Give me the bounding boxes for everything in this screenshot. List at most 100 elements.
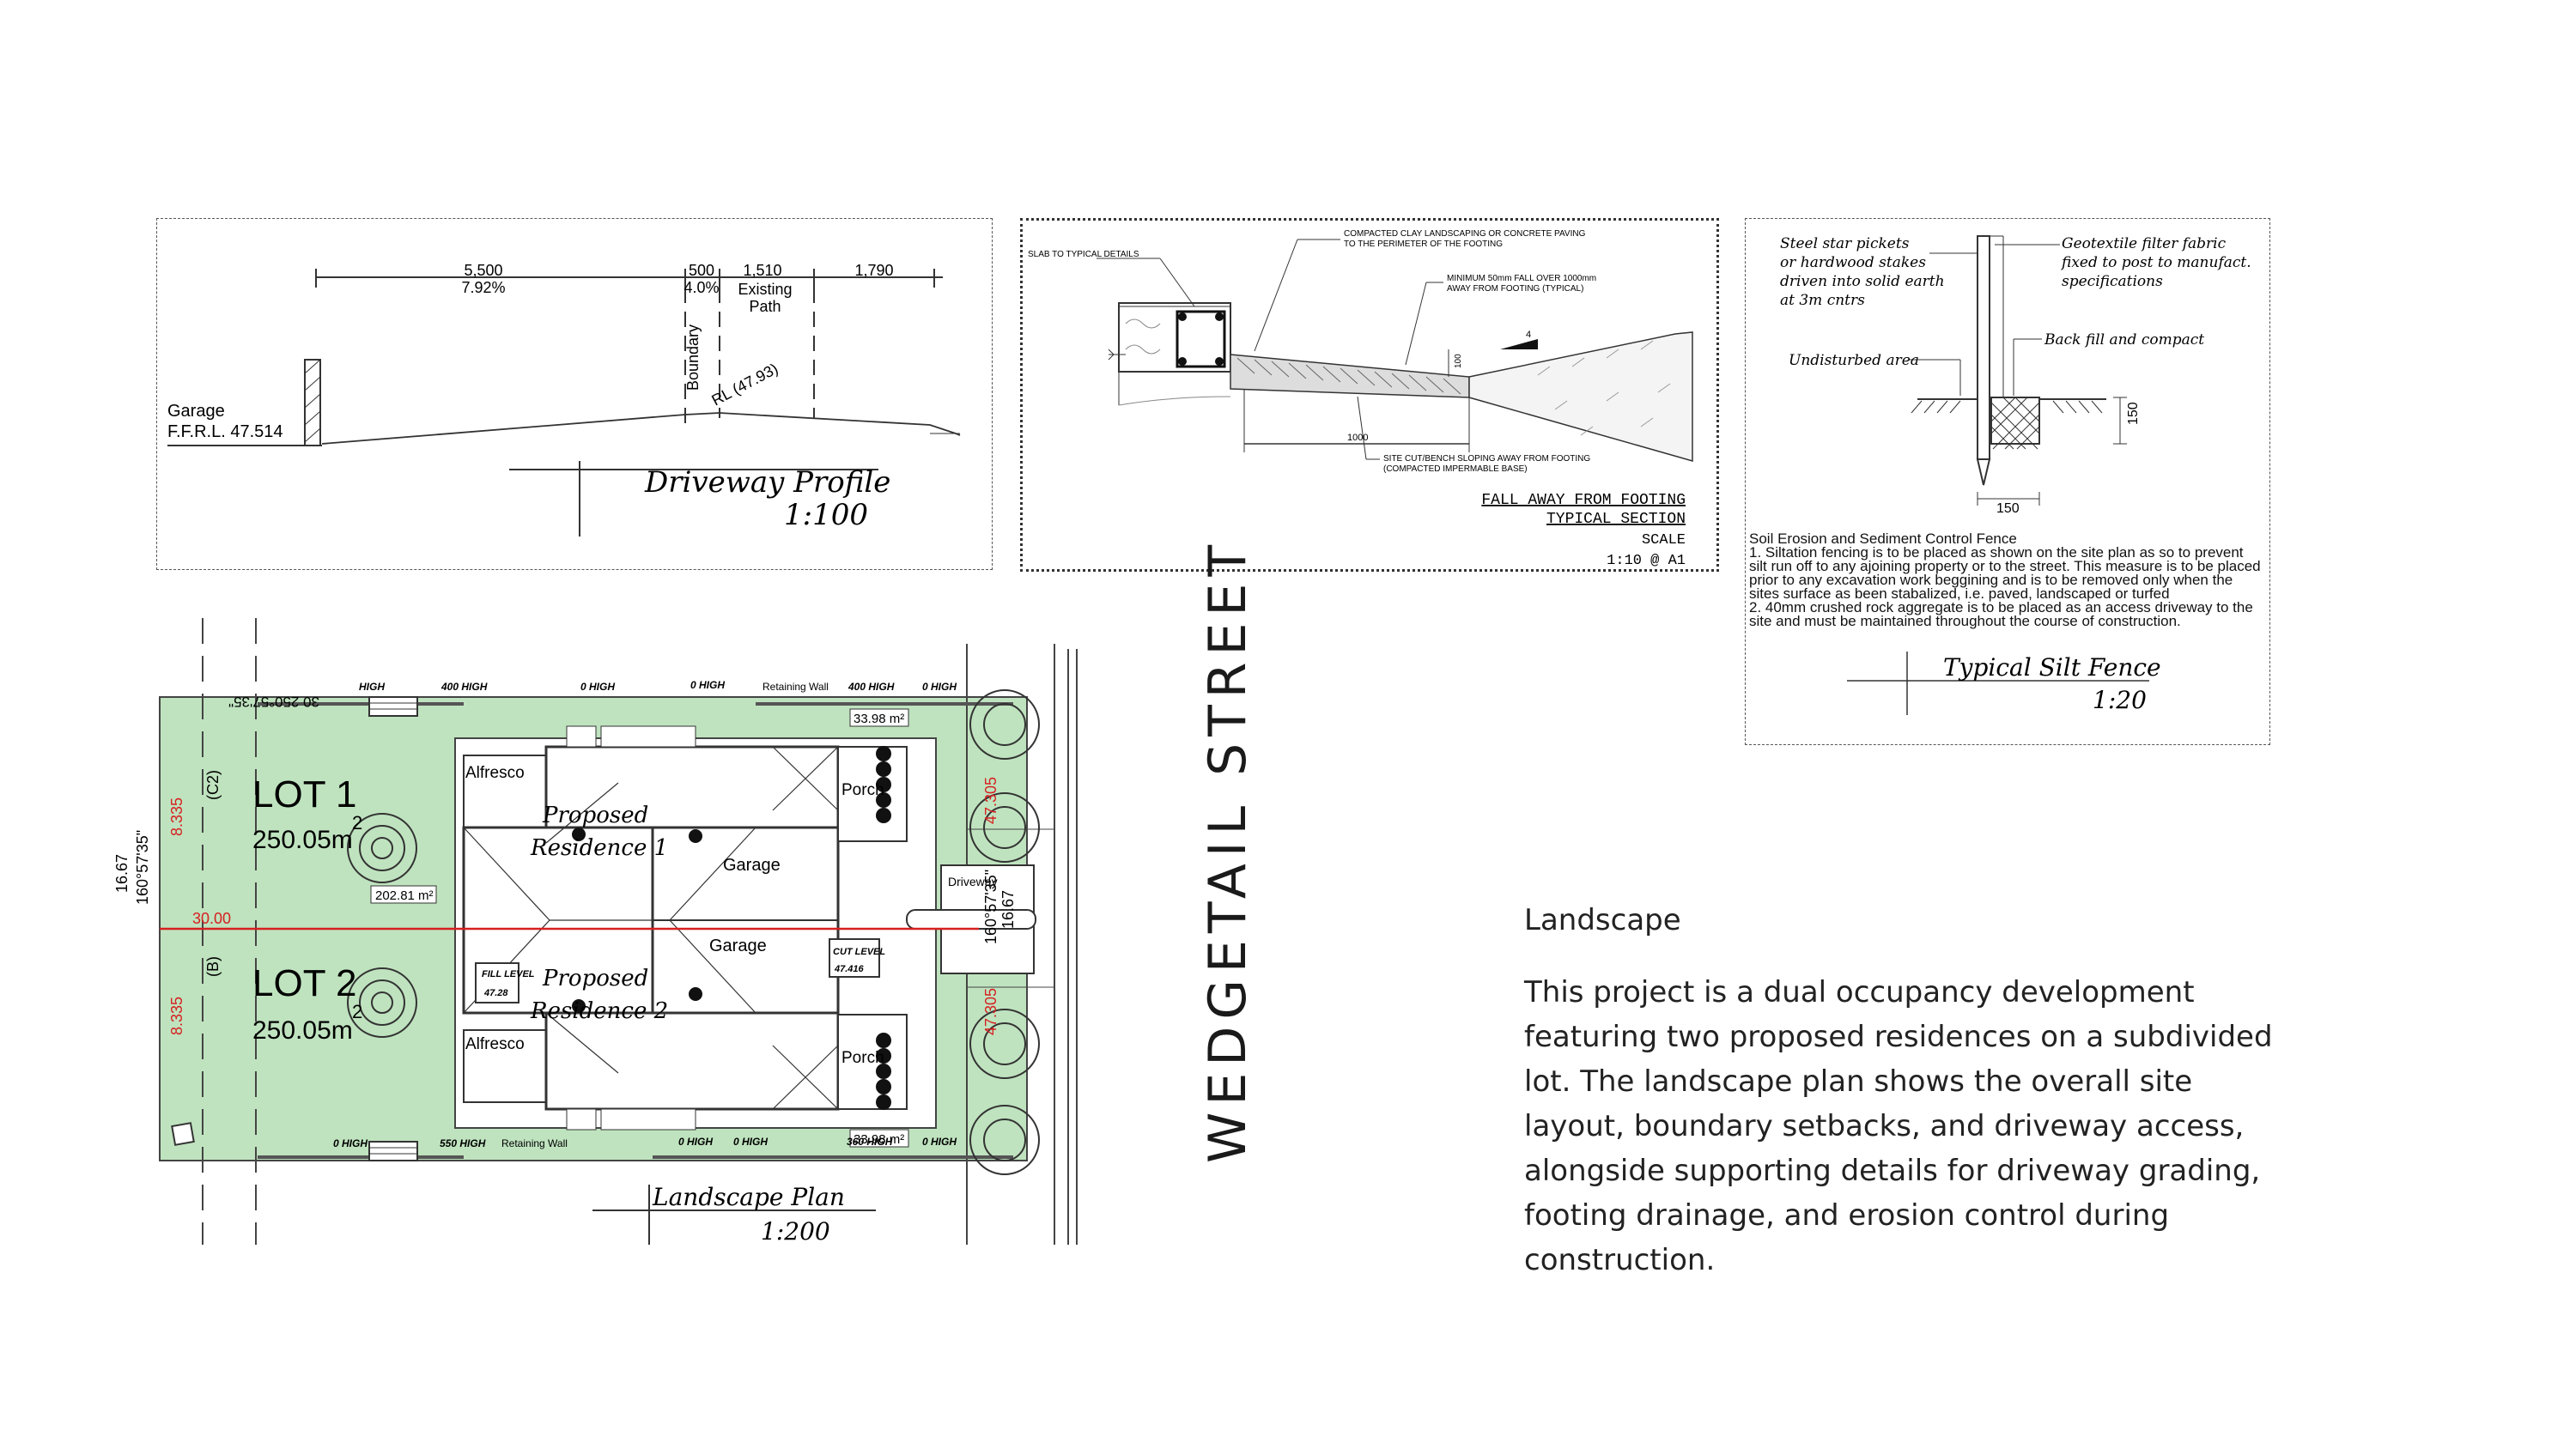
- landscape-heading: Landscape: [1524, 903, 1681, 937]
- garage-1: Garage: [723, 856, 781, 875]
- high-top-3: 0 HIGH: [690, 679, 725, 691]
- landscape-plan-scale: 1:200: [761, 1217, 830, 1246]
- cut-level-value: 47.416: [834, 964, 865, 974]
- alfresco-1: Alfresco: [465, 764, 525, 782]
- landscape-plan-drawing: LOT 1 2 250.05m LOT 2 2 250.05m 16.67 16…: [113, 618, 1078, 1246]
- alfresco-2: Alfresco: [465, 1035, 525, 1053]
- porch-1: Porch: [841, 781, 884, 799]
- red-mark-bottom: 47.305: [982, 988, 999, 1035]
- dim-500: 500: [689, 262, 714, 279]
- high-top-5: 400 HIGH: [848, 681, 895, 693]
- driveway-profile-title: Driveway Profile: [644, 465, 890, 500]
- footing-section-panel: SLAB TO TYPICAL DETAILS COMPACTED CLAY L…: [1020, 218, 1719, 572]
- footing-scale-label: SCALE: [1642, 532, 1686, 549]
- half-length-bottom: 8.335: [168, 997, 185, 1035]
- b-label: (B): [204, 956, 222, 977]
- landscape-plan-title: Landscape Plan: [652, 1183, 845, 1211]
- label-pickets-4: at 3m cntrs: [1780, 292, 1865, 309]
- center-length: 30.00: [192, 910, 231, 927]
- garage-label: Garage: [167, 402, 225, 421]
- note-slab: SLAB TO TYPICAL DETAILS: [1028, 250, 1139, 259]
- silt-notes-title: Soil Erosion and Sediment Control Fence: [1749, 530, 2017, 547]
- label-fabric-2: fixed to post to manufact.: [2060, 254, 2251, 271]
- label-fabric-3: specifications: [2062, 273, 2163, 290]
- note-clay-1: COMPACTED CLAY LANDSCAPING OR CONCRETE P…: [1344, 229, 1586, 239]
- ffrl-label: F.F.R.L. 47.514: [167, 422, 283, 441]
- high-bottom-3: 0 HIGH: [678, 1136, 713, 1148]
- high-top-1: 400 HIGH: [440, 681, 488, 693]
- top-bearing: 30 250°57'35": [228, 694, 319, 710]
- note-fall-2: AWAY FROM FOOTING (TYPICAL): [1447, 284, 1583, 294]
- label-pickets-3: driven into solid earth: [1780, 273, 1945, 290]
- label-backfill: Back fill and compact: [2044, 331, 2204, 349]
- grade-4-0: 4.0%: [683, 279, 719, 296]
- label-pickets-1: Steel star pickets: [1780, 235, 1910, 252]
- proposed-1: Proposed: [542, 803, 648, 828]
- dim-150-vertical: 150: [2126, 402, 2141, 425]
- landscape-plan-panel: LOT 1 2 250.05m LOT 2 2 250.05m 16.67 16…: [103, 618, 1116, 1262]
- note-cut-2: (COMPACTED IMPERMABLE BASE): [1383, 464, 1528, 474]
- silt-note-2: 2. 40mm crushed rock aggregate is to be …: [1749, 599, 2253, 629]
- area-corner-bottom: 33.98 m²: [854, 1132, 904, 1147]
- fill-level-label: FILL LEVEL: [482, 969, 535, 979]
- lot2-sup: 2: [352, 1001, 362, 1022]
- half-length-top: 8.335: [168, 797, 185, 836]
- driveway-profile-scale: 1:100: [784, 498, 868, 532]
- bearing-left: 160°57'35": [134, 830, 151, 905]
- footing-scale-value: 1:10 @ A1: [1607, 553, 1686, 569]
- label-pickets-2: or hardwood stakes: [1780, 254, 1926, 271]
- driveway-profile-drawing: 5,500 7.92% 500 4.0% 1,510 1,790 Existin…: [167, 262, 961, 537]
- grade-7-92: 7.92%: [461, 279, 505, 296]
- dim-100: 100: [1454, 354, 1463, 368]
- note-clay-2: TO THE PERIMETER OF THE FOOTING: [1344, 239, 1503, 249]
- cut-level-label: CUT LEVEL: [833, 947, 885, 957]
- silt-fence-drawing: Steel star pickets or hardwood stakes dr…: [1780, 235, 2251, 715]
- footing-section-drawing: SLAB TO TYPICAL DETAILS COMPACTED CLAY L…: [1028, 229, 1693, 569]
- high-bottom-5: 360 HIGH: [847, 1136, 893, 1148]
- high-bottom-2: Retaining Wall: [501, 1137, 568, 1149]
- lot1-label: LOT 1: [252, 773, 356, 815]
- c2-label: (C2): [204, 770, 222, 800]
- residence-2: Residence 2: [530, 998, 668, 1024]
- high-top-6: 0 HIGH: [922, 681, 957, 693]
- landscape-body: This project is a dual occupancy develop…: [1524, 975, 2273, 1277]
- driveway-label: Driveway: [948, 875, 998, 888]
- silt-fence-panel: Steel star pickets or hardwood stakes dr…: [1745, 218, 2270, 745]
- dim-150-horizontal: 150: [1996, 501, 2020, 516]
- garage-2: Garage: [709, 937, 767, 955]
- residence-1: Residence 1: [530, 835, 668, 861]
- silt-note-1: 1. Siltation fencing is to be placed as …: [1749, 544, 2261, 602]
- dim-1510: 1,510: [743, 262, 781, 279]
- porch-2: Porch: [841, 1049, 884, 1067]
- area-corner-top: 33.98 m²: [854, 712, 904, 726]
- high-bottom-1: 550 HIGH: [440, 1137, 486, 1149]
- fill-level-value: 47.28: [483, 988, 508, 998]
- street-name: WEDGETAIL STREET: [1198, 538, 1258, 1163]
- label-undisturbed: Undisturbed area: [1789, 352, 1919, 369]
- note-cut-1: SITE CUT/BENCH SLOPING AWAY FROM FOOTING: [1383, 454, 1590, 464]
- silt-fence-scale: 1:20: [2093, 686, 2147, 714]
- note-fall-1: MINIMUM 50mm FALL OVER 1000mm: [1447, 274, 1596, 283]
- boundary-length-right: 16.67: [999, 890, 1017, 929]
- high-bottom-6: 0 HIGH: [922, 1136, 957, 1148]
- boundary-length-left: 16.67: [113, 854, 131, 893]
- dim-1000: 1000: [1347, 433, 1368, 443]
- silt-fence-notes: Soil Erosion and Sediment Control Fence …: [1749, 530, 2264, 629]
- area-center: 202.81 m²: [375, 888, 434, 903]
- dim-1790: 1,790: [854, 262, 893, 279]
- existing-path-label: Existing: [738, 281, 792, 298]
- high-bottom-4: 0 HIGH: [733, 1136, 768, 1148]
- driveway-profile-panel: 5,500 7.92% 500 4.0% 1,510 1,790 Existin…: [156, 218, 993, 570]
- footing-title-1: FALL AWAY FROM FOOTING: [1481, 492, 1686, 509]
- high-top-0: HIGH: [359, 681, 385, 693]
- lot2-area: 250.05m: [252, 1016, 353, 1045]
- existing-path-label-2: Path: [749, 298, 781, 315]
- dim-5500: 5,500: [464, 262, 502, 279]
- lot2-label: LOT 2: [252, 962, 356, 1004]
- bearing-right: 160°57'35": [982, 870, 999, 944]
- red-mark-top: 47.305: [982, 777, 999, 824]
- lot1-sup: 2: [352, 812, 362, 834]
- boundary-label: Boundary: [684, 324, 702, 391]
- landscape-description: Landscape This project is a dual occupan…: [1524, 903, 2297, 1282]
- slope-4: 4: [1526, 330, 1531, 340]
